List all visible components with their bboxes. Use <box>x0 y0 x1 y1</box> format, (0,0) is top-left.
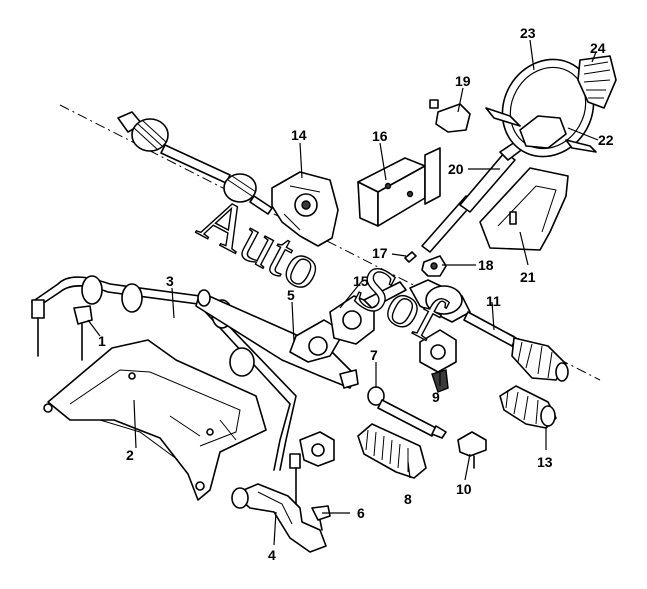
column-bracket <box>357 147 441 227</box>
left-driveshaft <box>117 111 273 215</box>
steering-rack <box>195 289 359 389</box>
callout-18: 18 <box>478 257 494 273</box>
column-coupling <box>329 281 407 345</box>
callout-5: 5 <box>287 287 295 303</box>
lower-wishbone <box>231 431 335 553</box>
right-driveshaft <box>409 279 569 382</box>
callout-2: 2 <box>126 447 134 463</box>
callout-21: 21 <box>520 269 536 285</box>
callout-10: 10 <box>456 481 472 497</box>
tie-rod-end <box>457 431 487 469</box>
stabilizer-links <box>31 299 93 361</box>
callout-19: 19 <box>455 73 471 89</box>
callout-3: 3 <box>166 273 174 289</box>
callout-4: 4 <box>268 547 276 563</box>
leader-lines <box>87 39 599 546</box>
driveshaft-boot <box>499 385 557 429</box>
ignition-switch <box>429 99 471 133</box>
callout-labels: 1 2 3 4 5 6 7 8 9 10 11 13 14 15 16 17 1… <box>98 25 614 563</box>
callout-22: 22 <box>598 132 614 148</box>
column-pin <box>404 251 417 263</box>
rack-mount <box>419 329 457 393</box>
callout-23: 23 <box>520 25 536 41</box>
callout-16: 16 <box>372 128 388 144</box>
callout-20: 20 <box>448 161 464 177</box>
callout-11: 11 <box>486 293 501 309</box>
callout-9: 9 <box>432 389 440 405</box>
column-clip <box>421 255 447 277</box>
hub-carrier <box>271 171 339 247</box>
ball-joint-bolt <box>311 505 331 531</box>
callout-24: 24 <box>590 40 606 56</box>
callout-13: 13 <box>537 454 553 470</box>
callout-7: 7 <box>370 347 378 363</box>
callout-1: 1 <box>98 333 106 349</box>
rack-boot <box>357 423 427 479</box>
column-cover <box>479 167 569 251</box>
subframe <box>43 339 267 501</box>
callout-6: 6 <box>357 505 365 521</box>
callout-17: 17 <box>372 245 388 261</box>
callout-8: 8 <box>404 491 412 507</box>
steering-wheel <box>485 55 617 158</box>
callout-14: 14 <box>291 127 307 143</box>
tie-rod <box>367 386 447 439</box>
callout-15: 15 <box>353 273 369 289</box>
steering-column <box>421 139 525 253</box>
